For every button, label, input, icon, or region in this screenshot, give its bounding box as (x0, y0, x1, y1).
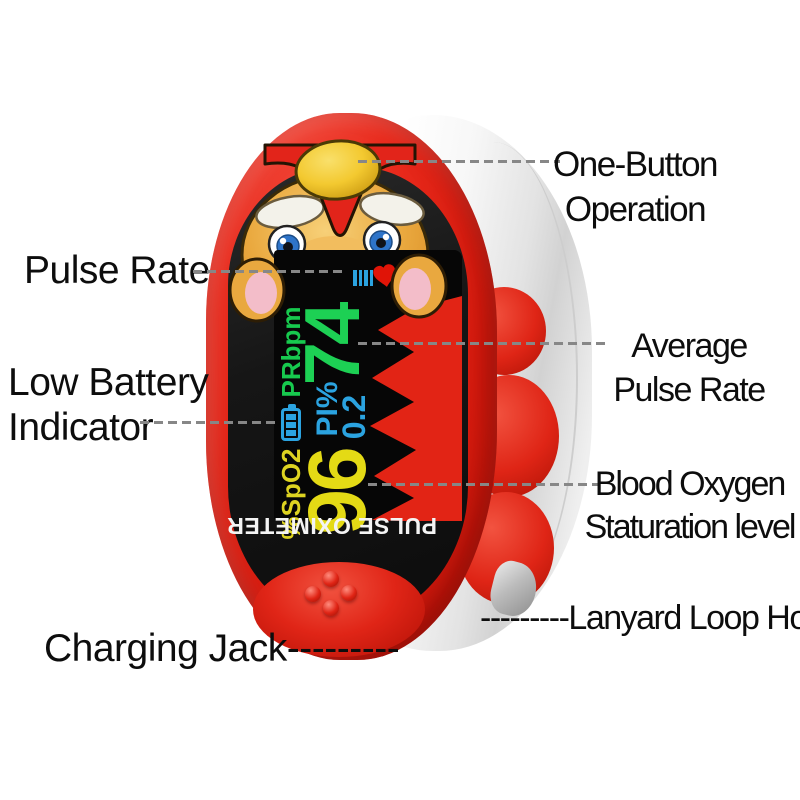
one-button-label: One-Button Operation (552, 142, 719, 232)
power-button[interactable] (294, 137, 383, 202)
lanyard-label-text: Lanyard Loop Hole (568, 599, 800, 637)
pulse-rate-leader-line (193, 270, 345, 273)
average-pulse-label-line1: Average (631, 327, 748, 365)
battery-level-icon (281, 404, 301, 441)
cartoon-ears-art (228, 253, 448, 323)
blood-oxygen-label-line1: Blood Oxygen (594, 465, 787, 503)
flame-mouth-art (370, 296, 462, 521)
blood-oxygen-label: Blood Oxygen Staturation level (582, 463, 797, 549)
pi-value: 0.2 (336, 394, 372, 440)
device-chin (253, 562, 425, 657)
heart-icon (373, 264, 396, 287)
one-button-label-line2: Operation (564, 190, 707, 229)
oled-display: PRbpm 74 PI% 0.2 %SpO2 96 (274, 250, 462, 540)
left-ear (228, 257, 286, 323)
low-battery-label: Low Battery Indicator (8, 360, 209, 450)
one-button-label-line1: One-Button (553, 145, 719, 184)
charging-jack-label: Charging Jack--------- (44, 627, 400, 671)
right-ear (390, 253, 448, 319)
grip-bump (323, 600, 339, 616)
lanyard-label-dashes: --------- (480, 599, 570, 637)
charging-jack-label-dashes: --------- (286, 627, 400, 670)
pulse-bars-icon (353, 270, 373, 286)
brand-text: PULSE OXIMETER (226, 513, 437, 539)
low-battery-label-line1: Low Battery (8, 361, 209, 404)
grip-bump (323, 571, 339, 587)
one-button-leader-line (358, 160, 560, 163)
blood-oxygen-leader-line (368, 483, 598, 486)
average-pulse-label-line2: Pulse Rate (613, 371, 766, 409)
lanyard-label: ---------Lanyard Loop Hole (480, 599, 800, 638)
low-battery-label-line2: Indicator (8, 406, 154, 449)
charging-jack-label-text: Charging Jack (44, 627, 287, 670)
pulse-rate-label: Pulse Rate (24, 249, 210, 292)
average-pulse-label: Average Pulse Rate (610, 324, 768, 412)
average-pulse-leader-line (358, 342, 610, 345)
low-battery-leader-line (140, 421, 279, 424)
blood-oxygen-label-line2: Staturation level (584, 508, 797, 546)
grip-bump (305, 586, 321, 602)
grip-bump (341, 585, 357, 601)
